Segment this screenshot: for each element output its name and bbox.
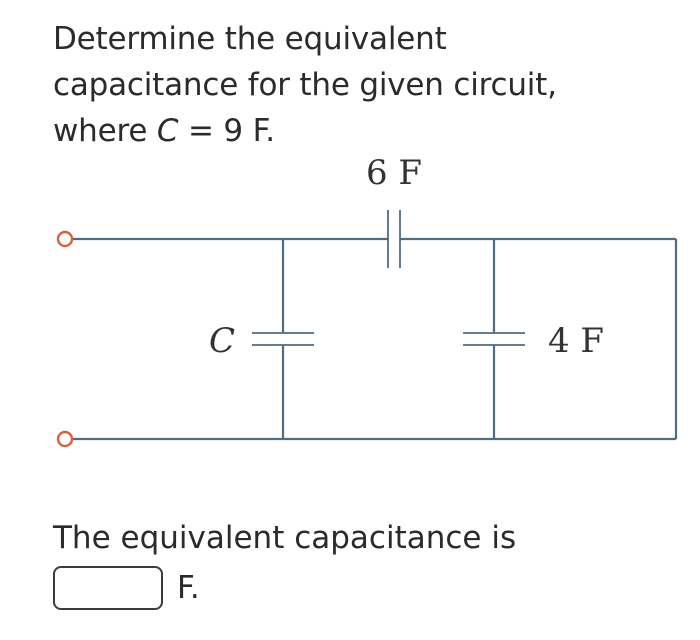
- terminal-bottom: [56, 430, 74, 448]
- question-text: Determine the equivalent capacitance for…: [53, 16, 673, 154]
- circuit-diagram: 6 F C 4 F: [56, 153, 678, 448]
- terminal-top: [56, 230, 74, 248]
- variable-c: C: [156, 113, 179, 149]
- question-line-1: Determine the equivalent: [53, 21, 447, 57]
- answer-row: F.: [53, 564, 200, 612]
- question-line-3: where C = 9 F.: [53, 108, 673, 154]
- question-line-3-suffix: = 9 F.: [178, 113, 275, 149]
- right-capacitor-label: 4 F: [548, 321, 604, 361]
- question-line-3-prefix: where: [53, 113, 157, 149]
- answer-input[interactable]: [53, 566, 163, 610]
- answer-unit: F.: [177, 570, 200, 606]
- left-capacitor-label: C: [209, 321, 235, 361]
- series-capacitor-label: 6 F: [366, 153, 422, 193]
- question-line-2: capacitance for the given circuit,: [53, 67, 557, 103]
- answer-prompt: The equivalent capacitance is: [53, 520, 517, 556]
